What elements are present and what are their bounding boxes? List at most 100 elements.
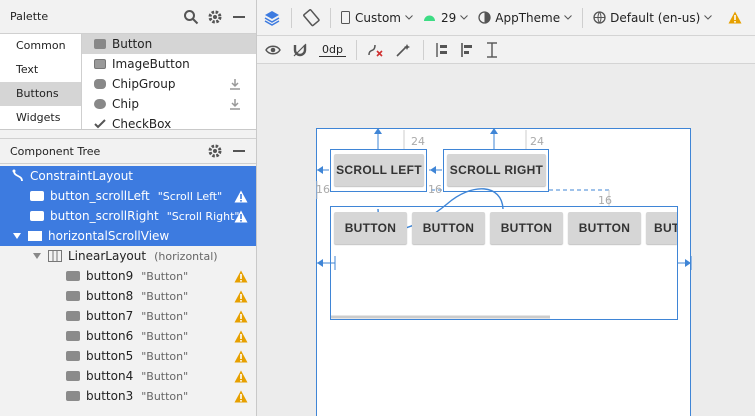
palette-item-label: Button: [112, 37, 153, 51]
align-icon[interactable]: [460, 42, 474, 58]
infer-constraints-icon[interactable]: [395, 43, 411, 57]
button-widget-icon: [30, 211, 44, 221]
image-widget-icon: [94, 59, 106, 69]
margin-label: 16: [598, 194, 612, 207]
download-icon[interactable]: [228, 77, 242, 91]
component-tree: ConstraintLayout button_scrollLeft "Scro…: [0, 166, 256, 416]
device-label: Custom: [355, 10, 401, 25]
tree-node-button-scrollright[interactable]: button_scrollRight "Scroll Right": [0, 206, 256, 226]
tree-node-text: "Scroll Right": [166, 209, 240, 223]
tree-node-button4[interactable]: button4"Button": [0, 366, 256, 386]
category-buttons[interactable]: Buttons: [0, 82, 81, 106]
tree-node-linearlayout[interactable]: LinearLayout (horizontal): [0, 246, 256, 266]
warning-icon[interactable]: [234, 309, 248, 323]
globe-icon: [593, 11, 606, 24]
button6[interactable]: BUTTON: [568, 212, 641, 244]
expand-arrow-icon[interactable]: [12, 232, 22, 240]
chevron-down-icon: [704, 15, 713, 20]
button-widget-icon: [30, 191, 44, 201]
default-margin-value: 0dp: [322, 42, 343, 56]
magnet-icon[interactable]: [293, 43, 307, 57]
tree-node-label: button4: [86, 369, 134, 383]
warning-icon[interactable]: [728, 11, 742, 24]
warning-icon[interactable]: [234, 209, 248, 223]
palette-item-button[interactable]: Button: [82, 34, 256, 54]
orientation-icon[interactable]: [302, 8, 320, 27]
button9[interactable]: BUTTON: [334, 212, 407, 244]
component-tree-title: Component Tree: [10, 144, 101, 158]
checkbox-widget-icon: [94, 119, 106, 129]
button8[interactable]: BUTTON: [412, 212, 485, 244]
scroll-left-button[interactable]: SCROLL LEFT: [334, 154, 424, 186]
palette-item-label: CheckBox: [112, 117, 172, 130]
palette-item-label: Chip: [112, 97, 139, 111]
pack-icon[interactable]: [434, 42, 448, 58]
margin-label: 16: [428, 183, 442, 196]
category-text[interactable]: Text: [16, 63, 39, 76]
chevron-down-icon: [405, 15, 413, 20]
tree-node-button8[interactable]: button8"Button": [0, 286, 256, 306]
tree-node-button5[interactable]: button5"Button": [0, 346, 256, 366]
device-selector[interactable]: Custom: [341, 11, 413, 25]
palette-item-imagebutton[interactable]: ImageButton: [82, 54, 256, 74]
minimize-icon[interactable]: [230, 142, 248, 160]
chip-widget-icon: [94, 99, 106, 109]
warning-icon[interactable]: [234, 389, 248, 403]
warning-icon[interactable]: [234, 369, 248, 383]
button-widget-icon: [66, 311, 80, 321]
tree-node-text: "Button": [141, 289, 189, 303]
tree-node-text: (horizontal): [154, 249, 218, 263]
minimize-icon[interactable]: [230, 8, 248, 26]
api-level-label: 29: [440, 10, 457, 25]
tree-node-text: "Button": [141, 329, 189, 343]
theme-selector[interactable]: AppTheme: [478, 11, 572, 25]
warning-icon[interactable]: [234, 189, 248, 203]
default-margin-field[interactable]: 0dp: [319, 43, 346, 57]
tree-node-button3[interactable]: button3"Button": [0, 386, 256, 406]
design-canvas[interactable]: 24 24 16 16 16 SCROLL LEFT SCROLL RIGHT …: [257, 64, 755, 416]
gear-icon[interactable]: [206, 142, 224, 160]
warning-icon[interactable]: [234, 329, 248, 343]
gear-icon[interactable]: [206, 8, 224, 26]
category-common[interactable]: Common: [16, 39, 66, 52]
category-widgets[interactable]: Widgets: [16, 111, 61, 124]
search-icon[interactable]: [182, 8, 200, 26]
locale-label: Default (en-us): [610, 10, 701, 25]
tree-node-button7[interactable]: button7"Button": [0, 306, 256, 326]
chipgroup-widget-icon: [94, 79, 106, 89]
scroll-right-button[interactable]: SCROLL RIGHT: [447, 154, 546, 186]
warning-icon[interactable]: [234, 269, 248, 283]
tree-node-button9[interactable]: button9"Button": [0, 266, 256, 286]
palette-item-checkbox[interactable]: CheckBox: [82, 114, 256, 130]
tree-node-constraintlayout[interactable]: ConstraintLayout: [0, 166, 256, 186]
download-icon[interactable]: [228, 97, 242, 111]
tree-node-label: button6: [86, 329, 134, 343]
toolbar-divider: [291, 7, 292, 28]
tree-node-button-scrollleft[interactable]: button_scrollLeft "Scroll Left": [0, 186, 256, 206]
tree-node-label: horizontalScrollView: [48, 229, 170, 243]
tree-node-text: "Button": [141, 309, 189, 323]
api-level-selector[interactable]: 29: [423, 10, 469, 25]
button-widget-icon: [66, 371, 80, 381]
chevron-down-icon: [564, 15, 572, 20]
button5-partial[interactable]: BUT: [646, 212, 677, 244]
tree-node-horizontalscrollview[interactable]: horizontalScrollView: [0, 226, 256, 246]
toolbar-divider: [422, 39, 424, 60]
locale-selector[interactable]: Default (en-us): [593, 10, 713, 25]
layers-icon[interactable]: [263, 9, 281, 27]
expand-arrow-icon[interactable]: [32, 252, 42, 260]
button-widget-icon: [94, 39, 106, 49]
palette-item-chip[interactable]: Chip: [82, 94, 256, 114]
toolbar-divider: [330, 7, 331, 28]
guidelines-icon[interactable]: [486, 41, 498, 58]
eye-icon[interactable]: [265, 44, 281, 56]
clear-constraints-icon[interactable]: [367, 43, 383, 57]
warning-icon[interactable]: [234, 349, 248, 363]
tree-node-button6[interactable]: button6 "Button": [0, 326, 256, 346]
button7[interactable]: BUTTON: [490, 212, 563, 244]
warning-icon[interactable]: [234, 289, 248, 303]
horizontal-scroll-view[interactable]: BUTTON BUTTON BUTTON BUTTON BUT: [331, 207, 677, 317]
palette-item-chipgroup[interactable]: ChipGroup: [82, 74, 256, 94]
palette-categories: Common Text Buttons Widgets: [0, 34, 82, 129]
margin-label: 24: [530, 135, 544, 148]
